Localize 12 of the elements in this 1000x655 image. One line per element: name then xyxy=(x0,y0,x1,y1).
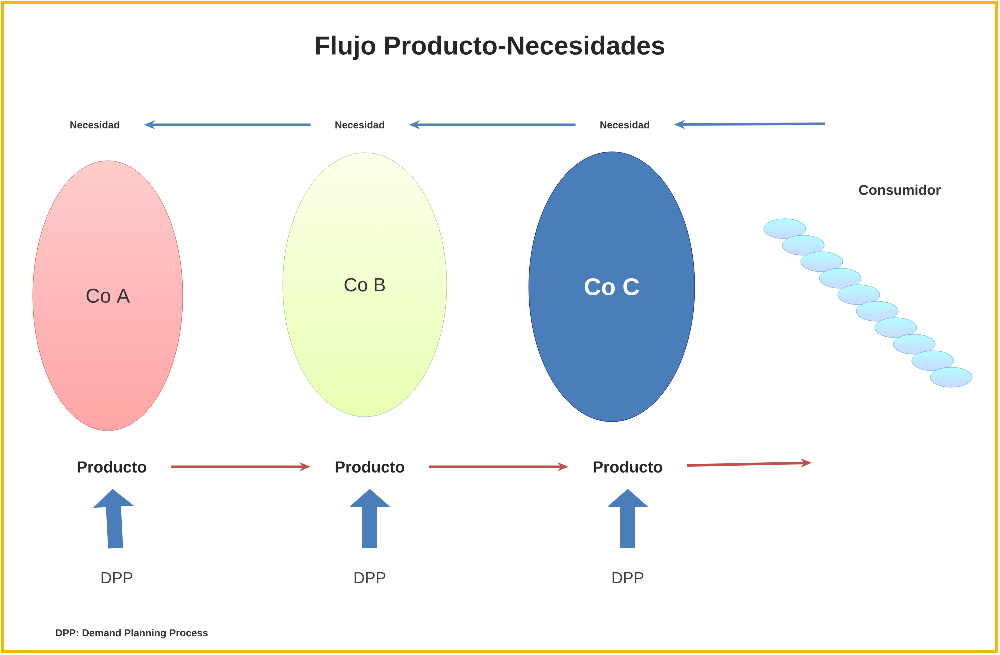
product-label: Producto xyxy=(594,461,662,473)
process-label: DPP xyxy=(102,572,133,584)
product-label: Producto xyxy=(78,461,146,473)
need-label: Necesidad xyxy=(336,121,384,129)
need-label: Necesidad xyxy=(70,121,120,129)
title: Flujo Producto-Necesidades xyxy=(316,36,664,60)
need-label: Necesidad xyxy=(600,121,650,129)
consumer-label: Consumidor xyxy=(859,184,942,196)
footnote: DPP: Demand Planning Process xyxy=(56,629,208,639)
process-label: DPP xyxy=(354,572,386,584)
process-label: DPP xyxy=(612,572,644,584)
product-label: Producto xyxy=(336,461,404,473)
